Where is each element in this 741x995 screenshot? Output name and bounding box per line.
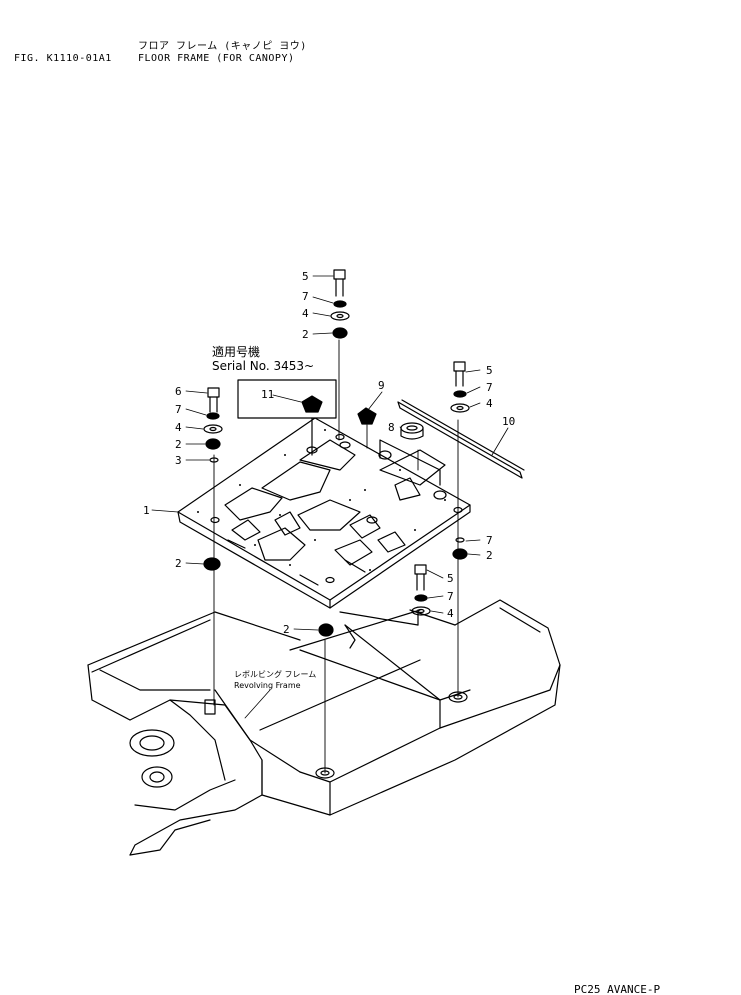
- figure-title: FLOOR FRAME (FOR CANOPY): [138, 53, 295, 64]
- callout-2-left: 2: [175, 438, 182, 451]
- callout-7-right: 7: [486, 381, 493, 394]
- callout-7-mid: 7: [486, 534, 493, 547]
- callout-4-lower: 4: [447, 607, 454, 620]
- revolving-frame-jp: レボルビング フレーム: [234, 669, 316, 679]
- assembly-lines: [213, 339, 459, 774]
- revolving-frame: [87, 599, 561, 856]
- serial-bracket: [237, 379, 337, 419]
- callout-1: 1: [143, 504, 150, 517]
- part-8: [400, 422, 424, 440]
- callout-2-top: 2: [302, 328, 309, 341]
- callout-2-bottom: 2: [283, 623, 290, 636]
- bolt-stack-right-lower: [411, 564, 431, 616]
- callout-2-mid: 2: [175, 557, 182, 570]
- bolt-stack-right-top: [450, 361, 470, 413]
- callout-2-right: 2: [486, 549, 493, 562]
- footer-model: PC25 AVANCE-P: [574, 983, 660, 995]
- callout-9: 9: [378, 379, 385, 392]
- callout-4-right: 4: [486, 397, 493, 410]
- part-10-strip: [397, 399, 525, 479]
- callout-5-lower: 5: [447, 572, 454, 585]
- serial-note: Serial No. 3453~: [212, 359, 314, 373]
- callout-5-right: 5: [486, 364, 493, 377]
- figure-id: FIG. K1110-01A1: [14, 53, 112, 64]
- callout-8: 8: [388, 421, 395, 434]
- callout-4-left: 4: [175, 421, 182, 434]
- jp-title: フロア フレーム (キャノピ ヨウ): [138, 41, 307, 52]
- callout-labels: 5 7 4 2 6 7 4 2 3 5 7 4 11 9 8 10 1 2 7 …: [143, 270, 515, 636]
- callout-10: 10: [502, 415, 515, 428]
- bolt-stack-top: [330, 269, 350, 339]
- callout-6: 6: [175, 385, 182, 398]
- callout-3: 3: [175, 454, 182, 467]
- part-9: [357, 407, 377, 425]
- callout-7-lower: 7: [447, 590, 454, 603]
- callout-5-top: 5: [302, 270, 309, 283]
- leader-lines: [151, 275, 509, 719]
- part-11: [301, 395, 323, 413]
- callout-7-left: 7: [175, 403, 182, 416]
- floor-frame-plate: [177, 417, 471, 609]
- callout-11: 11: [261, 388, 274, 401]
- serial-note-jp: 適用号機: [212, 344, 260, 359]
- revolving-frame-label: Revolving Frame: [234, 681, 301, 690]
- callout-4-top: 4: [302, 307, 309, 320]
- bolt-stack-left: [203, 387, 223, 463]
- callout-7-top: 7: [302, 290, 309, 303]
